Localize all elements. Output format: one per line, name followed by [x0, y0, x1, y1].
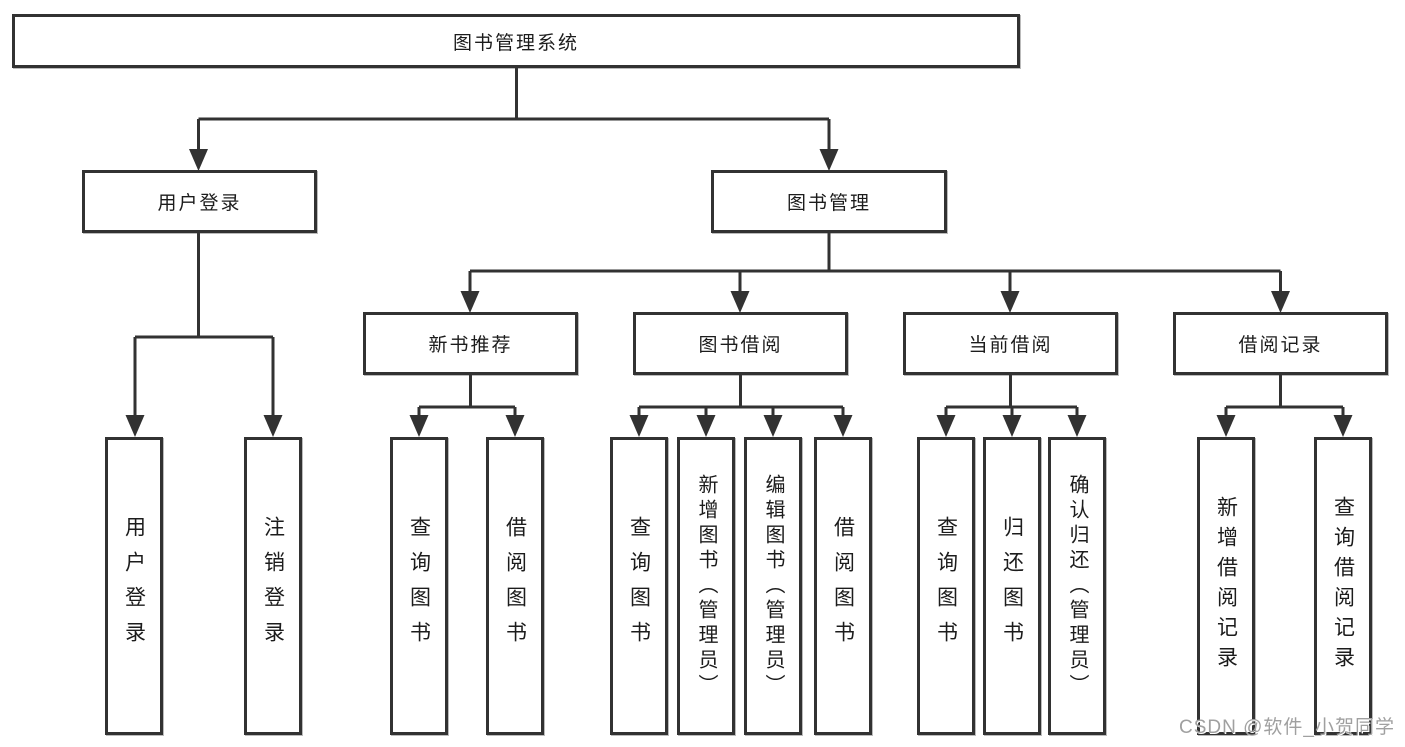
- arrowheads: [125, 149, 1353, 437]
- leaf-return-book: 归还图书: [983, 437, 1041, 735]
- node-library-system: 图书管理系统: [12, 14, 1020, 68]
- leaf-user-login-label: 用户登录: [122, 516, 146, 656]
- leaf-edit-book-admin: 编辑图书（管理员）: [744, 437, 802, 735]
- leaf-confirm-return-admin-label: 确认归还（管理员）: [1066, 473, 1088, 699]
- leaf-user-login: 用户登录: [105, 437, 163, 735]
- node-new-book-recommend-label: 新书推荐: [428, 335, 513, 356]
- leaf-logout: 注销登录: [244, 437, 302, 735]
- leaf-query-borrow-record-label: 查询借阅记录: [1331, 496, 1355, 676]
- node-current-borrow: 当前借阅: [903, 312, 1118, 375]
- leaf-return-book-label: 归还图书: [1000, 516, 1024, 656]
- leaf-confirm-return-admin: 确认归还（管理员）: [1048, 437, 1106, 735]
- leaf-query-books-borrow: 查询图书: [610, 437, 668, 735]
- node-book-borrow: 图书借阅: [633, 312, 848, 375]
- leaf-borrow-books-recommend: 借阅图书: [486, 437, 544, 735]
- leaf-add-book-admin-label: 新增图书（管理员）: [695, 473, 717, 699]
- leaf-query-borrow-record: 查询借阅记录: [1314, 437, 1372, 735]
- node-user-login: 用户登录: [82, 170, 317, 233]
- node-book-borrow-label: 图书借阅: [698, 335, 783, 356]
- csdn-watermark: CSDN @软件_小贺同学: [1179, 717, 1395, 738]
- leaf-borrow-books-label: 借阅图书: [831, 516, 855, 656]
- node-borrow-records-label: 借阅记录: [1238, 335, 1323, 356]
- node-user-login-label: 用户登录: [157, 193, 242, 214]
- leaf-borrow-books-recommend-label: 借阅图书: [503, 516, 527, 656]
- node-current-borrow-label: 当前借阅: [968, 335, 1053, 356]
- leaf-edit-book-admin-label: 编辑图书（管理员）: [762, 473, 784, 699]
- leaf-query-books-current-label: 查询图书: [934, 516, 958, 656]
- leaf-query-books-recommend-label: 查询图书: [407, 516, 431, 656]
- leaf-query-books-current: 查询图书: [917, 437, 975, 735]
- leaf-add-borrow-record: 新增借阅记录: [1197, 437, 1255, 735]
- node-borrow-records: 借阅记录: [1173, 312, 1388, 375]
- leaf-borrow-books: 借阅图书: [814, 437, 872, 735]
- node-library-system-label: 图书管理系统: [452, 32, 579, 54]
- leaf-logout-label: 注销登录: [261, 516, 285, 656]
- node-new-book-recommend: 新书推荐: [363, 312, 578, 375]
- node-book-management-label: 图书管理: [786, 193, 871, 214]
- leaf-add-book-admin: 新增图书（管理员）: [677, 437, 735, 735]
- node-book-management: 图书管理: [711, 170, 947, 233]
- leaf-query-books-borrow-label: 查询图书: [627, 516, 651, 656]
- leaf-query-books-recommend: 查询图书: [390, 437, 448, 735]
- leaf-add-borrow-record-label: 新增借阅记录: [1214, 496, 1238, 676]
